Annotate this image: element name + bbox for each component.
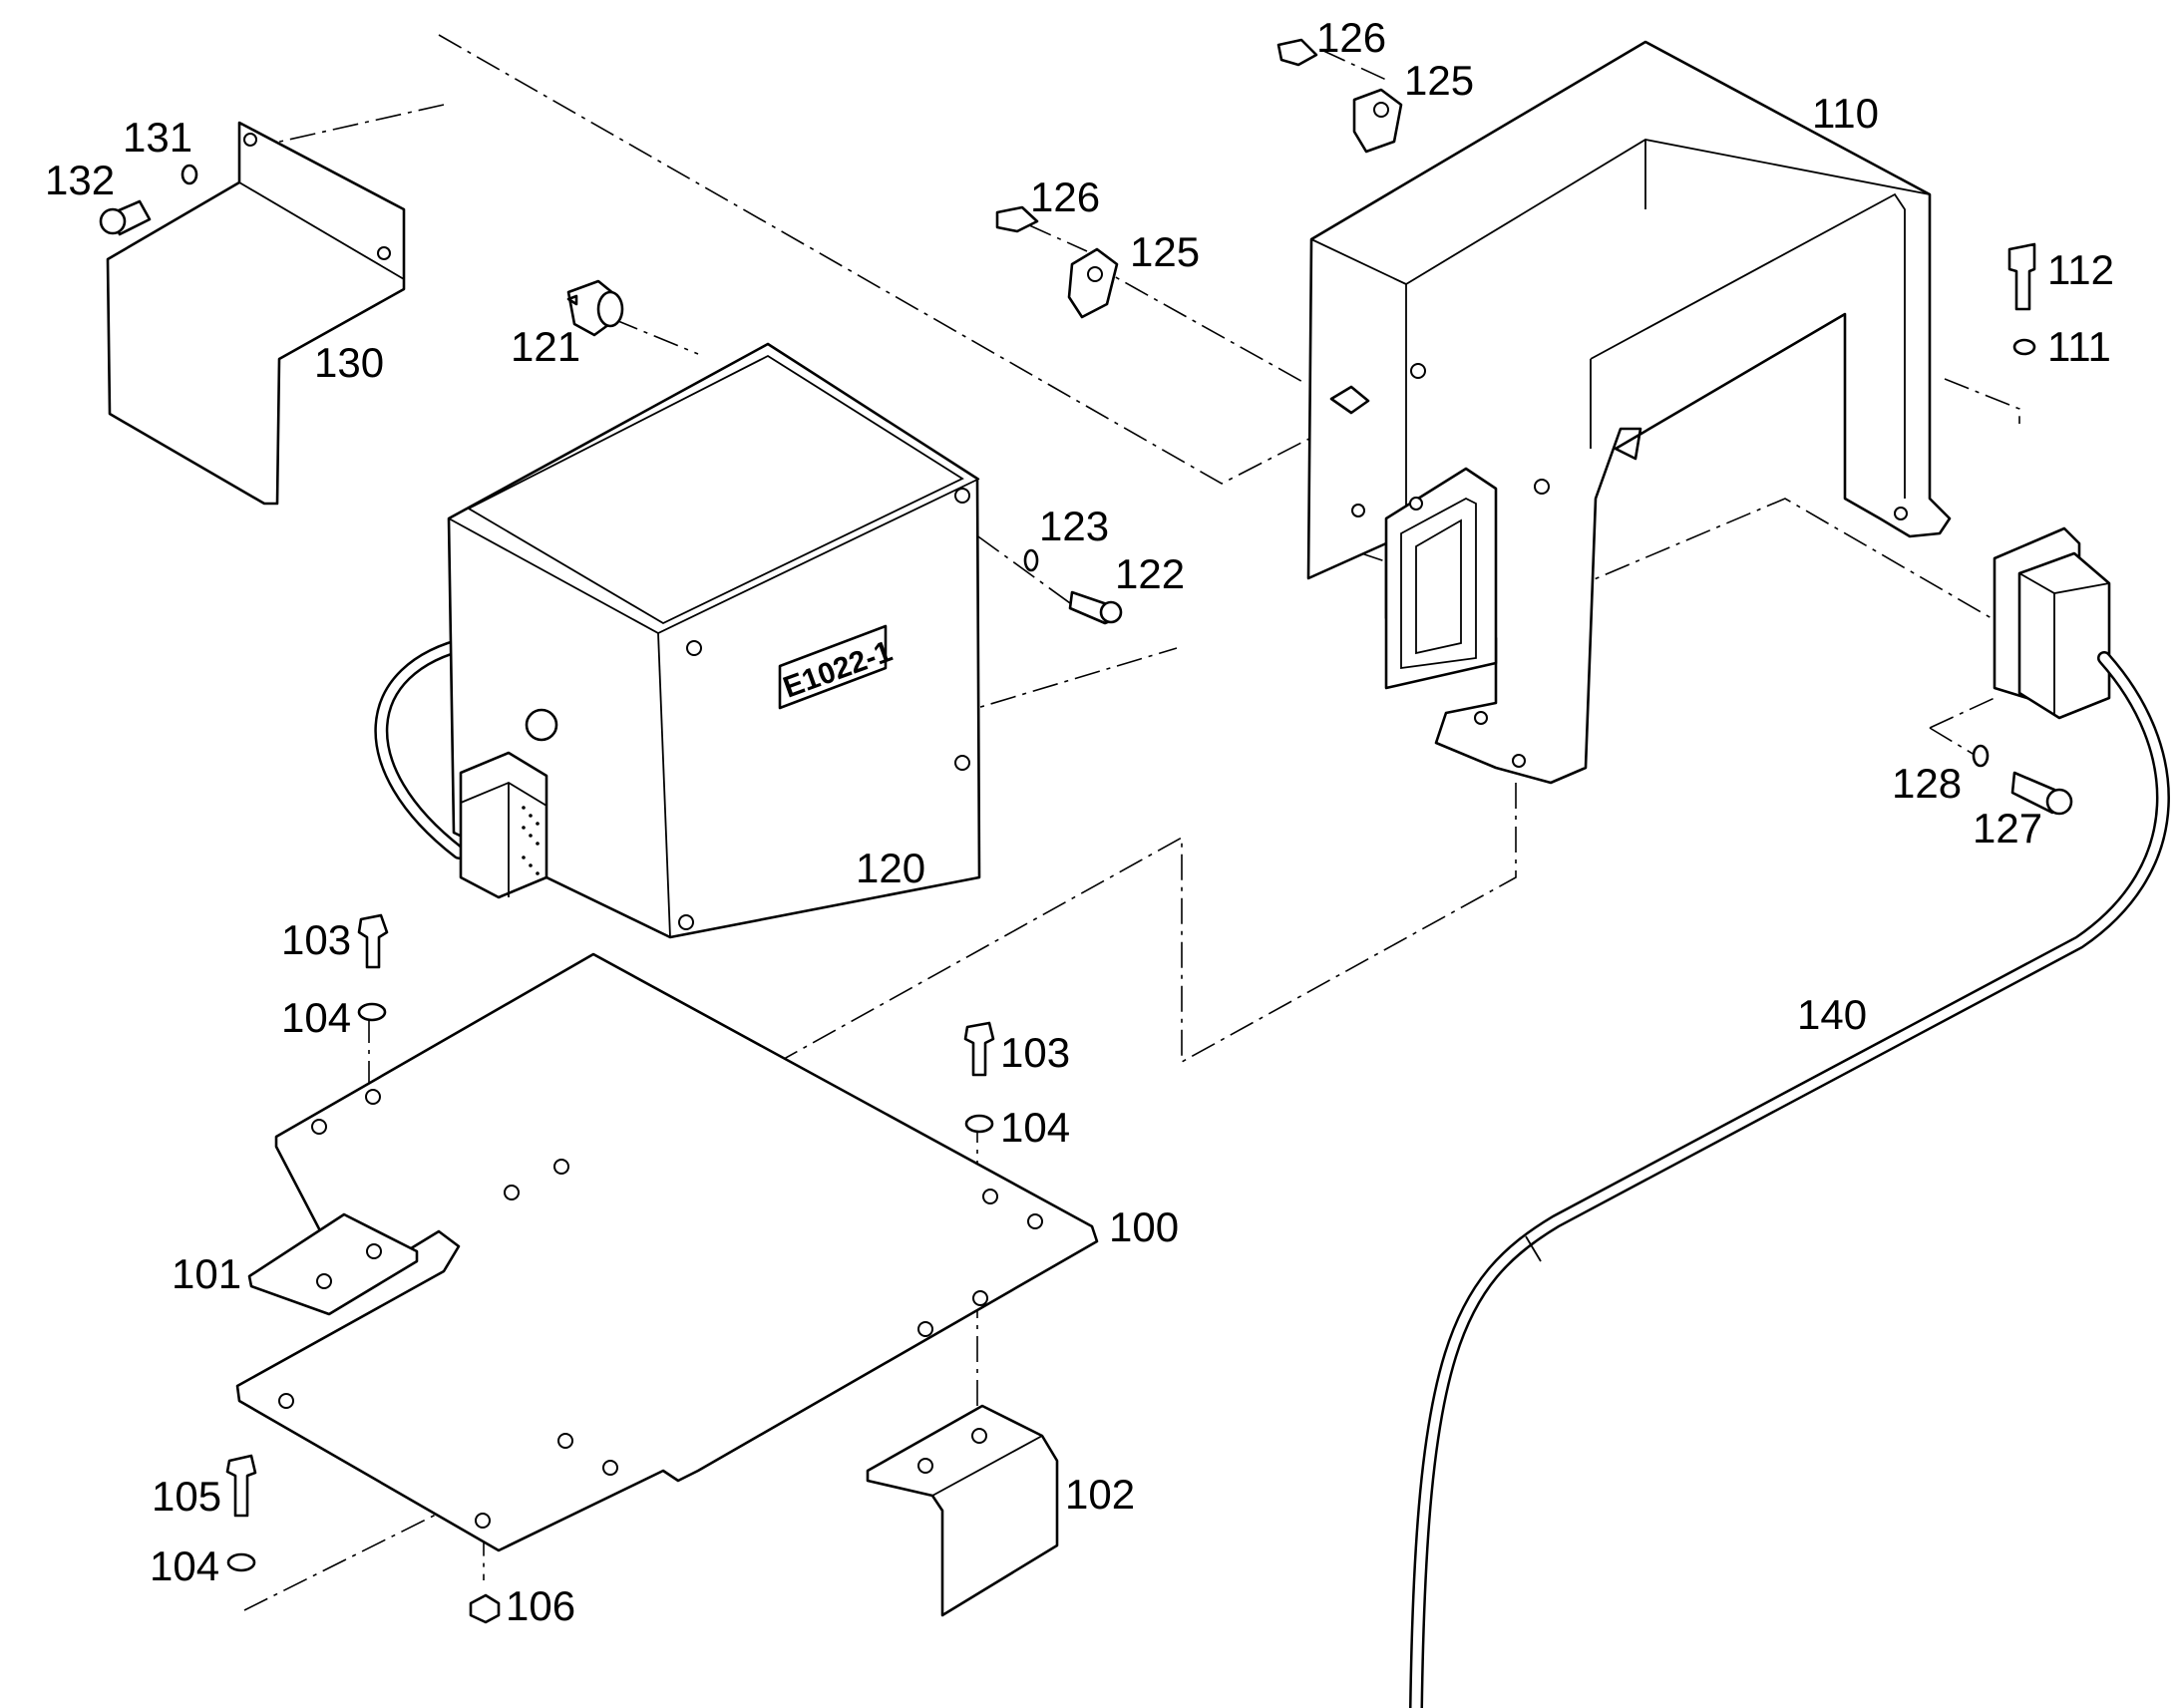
clamp-125-b bbox=[1352, 88, 1403, 154]
washer-111 bbox=[2012, 338, 2036, 356]
washer-128 bbox=[1972, 744, 1990, 768]
label-103-a: 103 bbox=[281, 916, 351, 963]
bolt-112 bbox=[2007, 242, 2036, 311]
label-106: 106 bbox=[506, 1582, 575, 1629]
clamp-125-a bbox=[1067, 247, 1119, 319]
label-104-a: 104 bbox=[281, 994, 351, 1041]
label-126-b: 126 bbox=[1316, 14, 1386, 61]
washer-104-b bbox=[964, 1114, 994, 1134]
bracket-110 bbox=[1306, 40, 1952, 785]
part-labels: 100 101 102 103 103 104 104 104 105 106 … bbox=[45, 14, 2114, 1629]
screw-126-a bbox=[995, 205, 1039, 233]
cable-140 bbox=[1409, 651, 2170, 1708]
label-126-a: 126 bbox=[1030, 173, 1100, 220]
label-121: 121 bbox=[511, 323, 580, 370]
label-125-b: 125 bbox=[1404, 57, 1474, 104]
label-125-a: 125 bbox=[1130, 228, 1200, 275]
label-102: 102 bbox=[1065, 1471, 1135, 1518]
label-111: 111 bbox=[2047, 323, 2111, 370]
screw-132 bbox=[99, 199, 152, 236]
bolt-105 bbox=[225, 1454, 257, 1518]
connector-pins bbox=[522, 806, 540, 875]
label-110: 110 bbox=[1812, 90, 1879, 137]
label-105: 105 bbox=[152, 1473, 221, 1520]
label-104-c: 104 bbox=[150, 1542, 219, 1589]
nut-106 bbox=[469, 1593, 501, 1624]
label-103-b: 103 bbox=[1000, 1029, 1070, 1076]
label-112: 112 bbox=[2047, 246, 2114, 293]
label-101: 101 bbox=[172, 1250, 241, 1297]
bolt-103-b bbox=[963, 1021, 995, 1077]
label-127: 127 bbox=[1973, 805, 2042, 852]
label-120: 120 bbox=[856, 845, 925, 891]
rubber-mount-121 bbox=[566, 279, 624, 337]
bolt-103-a bbox=[357, 913, 389, 969]
washer-104-c bbox=[226, 1552, 256, 1572]
cover-130 bbox=[106, 121, 406, 506]
control-box-120: E1022-1 bbox=[374, 342, 981, 939]
screw-127 bbox=[2010, 771, 2073, 816]
screw-126-b bbox=[1276, 38, 1318, 67]
label-131: 131 bbox=[123, 114, 192, 161]
label-128: 128 bbox=[1892, 760, 1962, 807]
angle-bracket-102 bbox=[866, 1404, 1059, 1617]
washer-104-a bbox=[357, 1002, 387, 1022]
label-132: 132 bbox=[45, 157, 115, 203]
washer-131 bbox=[181, 164, 198, 185]
label-140: 140 bbox=[1797, 991, 1867, 1038]
label-122: 122 bbox=[1115, 550, 1185, 597]
washer-123 bbox=[1023, 548, 1039, 572]
screw-122 bbox=[1068, 590, 1123, 625]
label-123: 123 bbox=[1039, 503, 1109, 549]
spacer-plate-101 bbox=[247, 1212, 419, 1316]
label-130: 130 bbox=[314, 339, 384, 386]
cable-connector bbox=[1993, 526, 2111, 720]
label-104-b: 104 bbox=[1000, 1104, 1070, 1151]
label-100: 100 bbox=[1109, 1203, 1179, 1250]
